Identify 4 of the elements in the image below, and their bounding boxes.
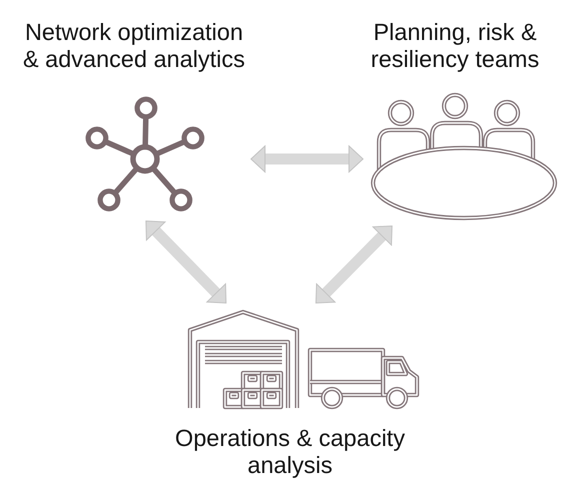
node-title: Operations & capacity analysis	[174, 425, 406, 479]
node-title: Planning, risk & resiliency teams	[370, 19, 540, 73]
double-arrow	[250, 145, 364, 172]
node-title: Network optimization & advanced analytics	[22, 19, 246, 73]
